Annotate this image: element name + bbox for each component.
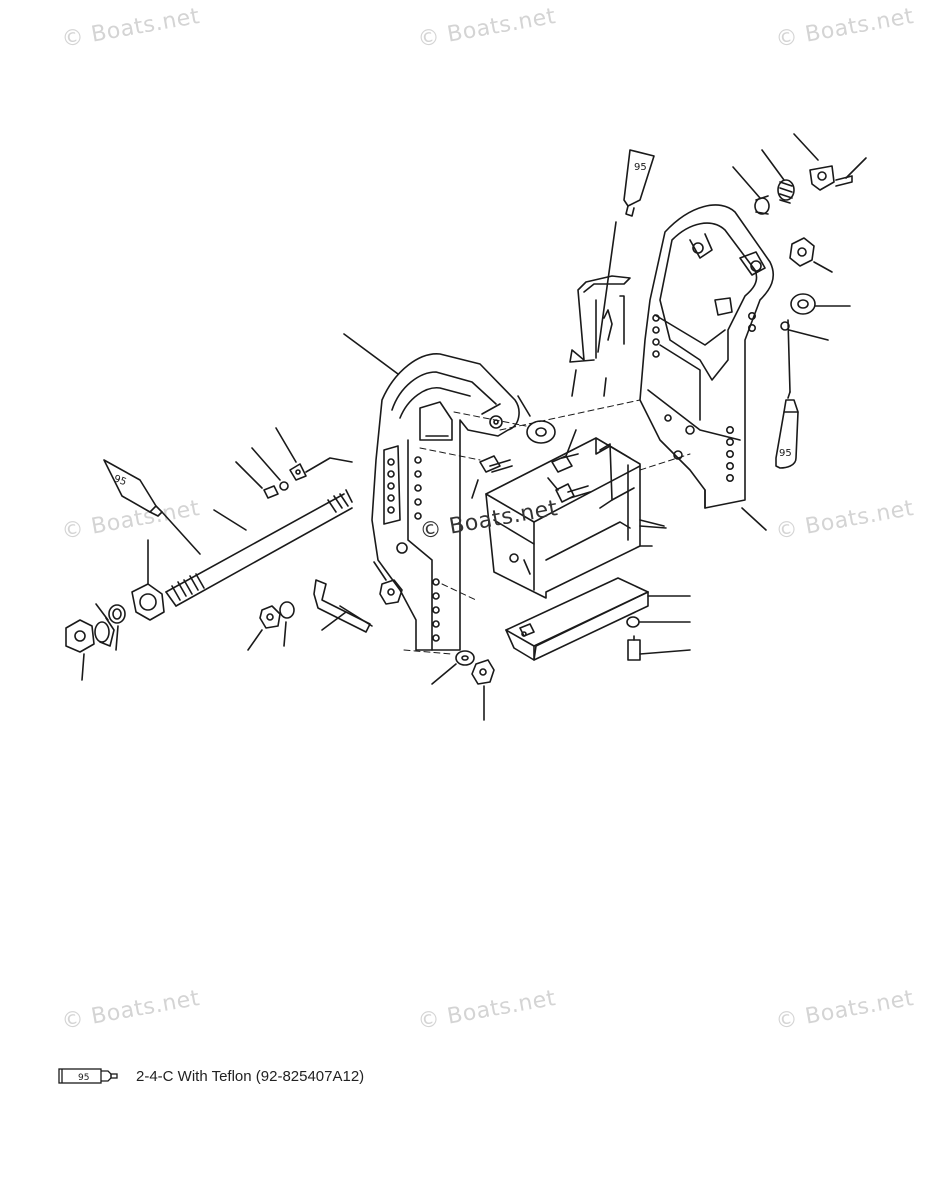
tube-end-parts xyxy=(65,603,126,681)
alignment-lines xyxy=(403,399,691,655)
left-clamp-bracket xyxy=(343,333,520,651)
tube-label: 95 xyxy=(112,474,128,489)
bolts xyxy=(313,429,591,633)
pivot-nuts xyxy=(247,561,495,721)
legend-text: 2-4-C With Teflon (92-825407A12) xyxy=(136,1067,365,1085)
transom-block xyxy=(485,437,665,599)
lubricant-tube-icon: 95 xyxy=(775,319,799,469)
lubricant-tube-icon: 95 xyxy=(597,149,655,353)
small-fasteners xyxy=(235,427,353,499)
tube-label: 95 xyxy=(779,448,792,459)
bottom-plate xyxy=(505,577,691,661)
tilt-lock-rod xyxy=(569,275,631,397)
legend-tube-label: 95 xyxy=(78,1073,89,1083)
tilt-lock-parts xyxy=(732,133,867,215)
right-bracket-fasteners xyxy=(780,237,851,341)
tilt-tube-nut xyxy=(131,539,165,621)
tube-label: 95 xyxy=(634,162,647,173)
leader-lines xyxy=(639,507,767,531)
legend: 95 2-4-C With Teflon (92-825407A12) xyxy=(58,1066,364,1086)
lubricant-tube-icon: 95 xyxy=(103,459,201,555)
tilt-tube xyxy=(165,489,353,607)
lubricant-tube-icon: 95 xyxy=(58,1068,118,1084)
right-clamp-bracket xyxy=(639,204,775,509)
